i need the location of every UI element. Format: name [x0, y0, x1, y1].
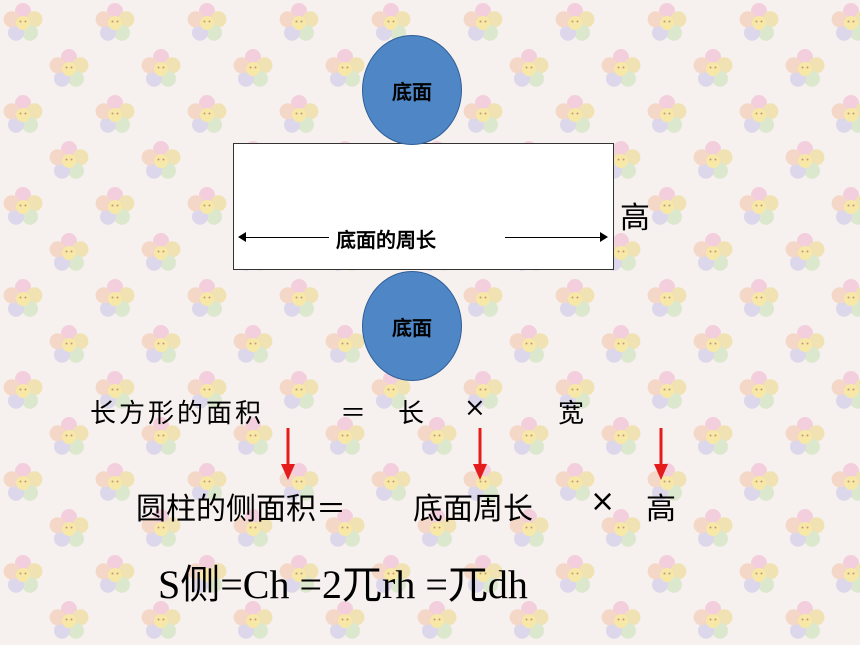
bottom-base-circle: 底面 — [362, 271, 462, 381]
symbolic-formula: S侧=Ch =2兀rh =兀dh — [158, 562, 528, 607]
top-circle-label: 底面 — [392, 79, 432, 104]
height-label: 高 — [620, 201, 650, 236]
red-arrow-1 — [281, 428, 295, 480]
cylinder-side-perimeter: 底面周长 — [413, 492, 533, 527]
top-base-circle: 底面 — [362, 35, 462, 145]
perimeter-arrowhead-right — [600, 232, 608, 242]
rect-area-length: 长 — [398, 399, 428, 429]
perimeter-line-right — [505, 237, 602, 238]
rect-area-term: 长方形的面积 — [90, 399, 265, 429]
red-arrow-2 — [473, 428, 487, 480]
cylinder-side-times: × — [590, 484, 616, 519]
rect-area-equals: ＝ — [340, 399, 370, 429]
cylinder-side-height: 高 — [646, 492, 676, 527]
lateral-rectangle — [233, 143, 614, 270]
cylinder-side-term: 圆柱的侧面积＝ — [136, 492, 346, 527]
red-arrow-3 — [654, 428, 668, 480]
perimeter-label: 底面的周长 — [336, 228, 436, 252]
perimeter-arrowhead-left — [238, 232, 246, 242]
rect-area-times: × — [464, 393, 489, 423]
perimeter-line-left — [244, 237, 329, 238]
rect-area-width: 宽 — [558, 399, 588, 429]
bottom-circle-label: 底面 — [392, 315, 432, 340]
